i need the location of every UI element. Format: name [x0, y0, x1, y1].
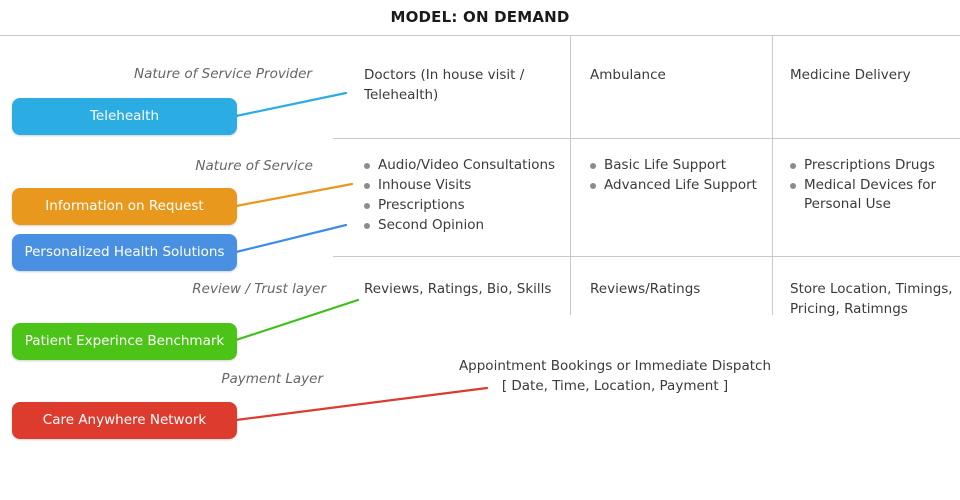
pill-patient-experince-benchmark[interactable]: Patient Experince Benchmark	[12, 323, 237, 360]
cell-service-ambulance: Basic Life Support Advanced Life Support	[590, 156, 762, 196]
bullet-list-medicine-delivery: Prescriptions Drugs Medical Devices for …	[790, 156, 958, 214]
list-item: Medical Devices for Personal Use	[790, 176, 958, 214]
payment-note-line2: [ Date, Time, Location, Payment ]	[501, 377, 729, 394]
connector-information-on-request	[234, 182, 354, 208]
cell-review-doctors: Reviews, Ratings, Bio, Skills	[364, 281, 552, 297]
cell-review-medicine-delivery: Store Location, Timings, Pricing, Ratimn…	[790, 281, 953, 317]
pill-telehealth-label: Telehealth	[89, 108, 160, 125]
connector-telehealth	[234, 91, 348, 118]
stage-label-payment-layer: Payment Layer	[221, 371, 323, 387]
stage-label-nature-of-service-provider: Nature of Service Provider	[134, 66, 312, 82]
stage-label-review-trust-layer: Review / Trust layer	[192, 281, 326, 297]
list-item: Basic Life Support	[590, 156, 762, 175]
bullet-list-ambulance: Basic Life Support Advanced Life Support	[590, 156, 762, 195]
list-item: Prescriptions	[364, 196, 560, 215]
payment-note: Appointment Bookings or Immediate Dispat…	[440, 357, 790, 396]
list-item: Advanced Life Support	[590, 176, 762, 195]
cell-service-medicine-delivery: Prescriptions Drugs Medical Devices for …	[790, 156, 958, 215]
page-title: MODEL: ON DEMAND	[390, 8, 570, 26]
list-item: Prescriptions Drugs	[790, 156, 958, 175]
list-item: Inhouse Visits	[364, 176, 560, 195]
cell-provider-ambulance: Ambulance	[590, 67, 666, 83]
pill-care-anywhere-network[interactable]: Care Anywhere Network	[12, 402, 237, 439]
payment-note-line1: Appointment Bookings or Immediate Dispat…	[458, 358, 772, 374]
cell-service-doctors: Audio/Video Consultations Inhouse Visits…	[364, 156, 560, 237]
pill-care-anywhere-network-label: Care Anywhere Network	[42, 412, 207, 429]
cell-provider-medicine-delivery: Medicine Delivery	[790, 67, 911, 83]
cell-review-ambulance: Reviews/Ratings	[590, 281, 701, 297]
pill-personalized-health-solutions-label: Personalized Health Solutions	[24, 244, 225, 261]
pill-personalized-health-solutions[interactable]: Personalized Health Solutions	[12, 234, 237, 271]
bullet-list-doctors: Audio/Video Consultations Inhouse Visits…	[364, 156, 560, 236]
connector-patient-experince-benchmark	[234, 298, 360, 342]
pill-information-on-request-label: Information on Request	[45, 198, 204, 215]
pill-information-on-request[interactable]: Information on Request	[12, 188, 237, 225]
connector-personalized-health-solutions	[234, 223, 348, 254]
pill-telehealth[interactable]: Telehealth	[12, 98, 237, 135]
cell-provider-doctors: Doctors (In house visit / Telehealth)	[364, 67, 525, 103]
stage-label-nature-of-service: Nature of Service	[195, 158, 313, 174]
pill-patient-experince-benchmark-label: Patient Experince Benchmark	[24, 333, 225, 350]
list-item: Audio/Video Consultations	[364, 156, 560, 175]
list-item: Second Opinion	[364, 216, 560, 235]
